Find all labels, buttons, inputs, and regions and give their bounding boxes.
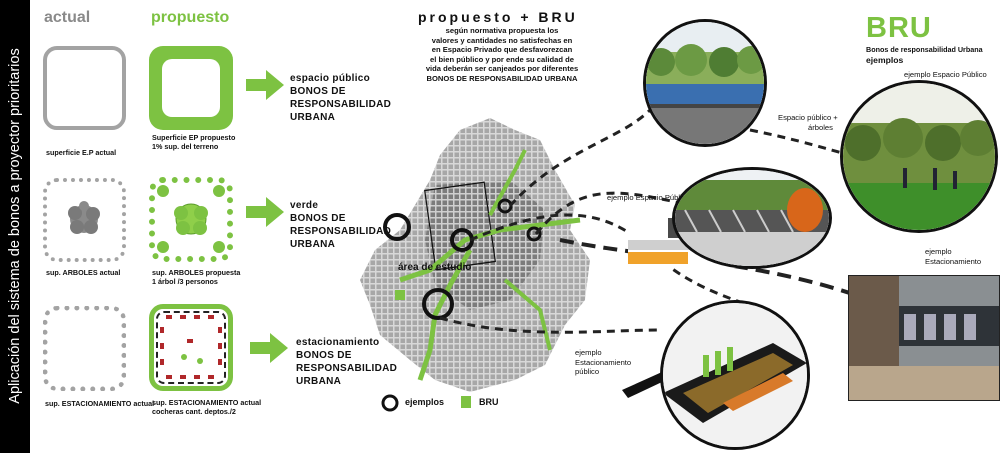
bru-label-line: RESPONSABILIDAD <box>296 363 398 374</box>
bru-label-line: BONOS DE <box>296 350 352 361</box>
label-line: Estacionamiento <box>575 357 632 367</box>
tree-cluster-icon <box>68 201 100 234</box>
bru-label-line: verde <box>290 200 319 211</box>
photo-parking-right-graphic <box>849 276 999 400</box>
caption-line: Superficie EP propuesto <box>152 133 236 142</box>
center-title: propuesto + BRU <box>418 9 578 25</box>
green-arrow-icon <box>250 333 288 363</box>
bru-label-green: verde BONOS DE RESPONSABILIDAD URBANA <box>290 199 391 251</box>
caption-proposed-public-space: Superficie EP propuesto 1% sup. del terr… <box>152 133 235 151</box>
description-line: en Espacio Privado que desfavorezcan <box>431 45 573 55</box>
caption-line: sup. ESTACIONAMIENTO actual <box>152 398 262 407</box>
center-description: según normativa propuesta los valores y … <box>402 26 602 84</box>
parking-inner-outline <box>156 311 226 384</box>
proposed-trees-square <box>149 177 233 262</box>
example-circle <box>422 288 454 320</box>
actual-parking-square <box>43 306 126 391</box>
photo-bridge-circle <box>672 167 832 269</box>
label-line: ejemplo <box>925 247 952 256</box>
label-ep-middle: ejemplo Espacio Público <box>607 193 690 202</box>
label-estac-publico: ejemplo Estacionamiento público <box>575 348 631 377</box>
bru-label-line: BONOS DE <box>290 213 346 224</box>
example-circle <box>526 226 542 242</box>
label-ep-right: ejemplo Espacio Público <box>904 70 987 79</box>
legend-bru-label: BRU <box>479 397 499 407</box>
green-corridor <box>503 278 552 351</box>
green-tree-cluster-icon <box>157 185 225 253</box>
label-line: Estacionamiento <box>925 256 982 266</box>
bru-brand: BRU <box>866 12 932 44</box>
photo-public-space-right-graphic <box>843 83 995 230</box>
bru-subtitle: Bonos de responsabilidad Urbana <box>866 45 983 54</box>
column-header-actual: actual <box>44 9 91 26</box>
legend-example-icon <box>381 394 399 412</box>
caption-line: sup. ESTACIONAMIENTO actual <box>45 399 155 408</box>
photo-public-space-trees <box>643 19 767 147</box>
green-corridor <box>417 248 473 381</box>
caption-line: cocheras cant. deptos./2 <box>152 407 236 416</box>
bru-label-line: URBANA <box>290 239 336 250</box>
bru-label-line: estacionamiento <box>296 337 380 348</box>
label-line: Espacio público + <box>778 113 838 122</box>
caption-proposed-parking: sup. ESTACIONAMIENTO actual cocheras can… <box>152 398 261 416</box>
description-line: según normativa propuesta los <box>445 26 559 35</box>
road-stripe-icon <box>622 372 662 398</box>
bru-label-public-space: espacio público BONOS DE RESPONSABILIDAD… <box>290 72 391 124</box>
proposed-parking-square <box>149 304 233 391</box>
bru-label-parking: estacionamiento BONOS DE RESPONSABILIDAD… <box>296 336 397 388</box>
label-line: árboles <box>808 122 833 132</box>
label-ep-arboles: Espacio público + árboles <box>778 113 838 132</box>
caption-proposed-trees: sup. ARBOLES propuesta 1 árbol /3 person… <box>152 268 240 286</box>
photo-parking-public <box>660 300 810 450</box>
green-arrow-icon <box>246 70 284 100</box>
label-line: ejemplo <box>575 348 602 357</box>
description-line: BONOS DE RESPONSABILIDAD URBANA <box>426 73 578 83</box>
bru-label-line: BONOS DE <box>290 86 346 97</box>
actual-public-space-square <box>43 46 126 130</box>
caption-line: sup. ARBOLES actual <box>46 268 121 277</box>
caption-line: 1 árbol /3 personos <box>152 277 218 286</box>
sidebar-band: Aplicación del sistema de bonos a proyec… <box>0 0 30 453</box>
description-line: valores y cantidades no satisfechas en <box>431 35 573 45</box>
proposed-public-space-square <box>149 46 233 130</box>
bru-examples-title: ejemplos <box>866 55 904 65</box>
description-line: el bien público y por ende su calidad de <box>430 54 574 64</box>
column-header-proposed: propuesto <box>151 9 230 26</box>
map-study-area-label: área de estudio <box>398 262 472 273</box>
label-line: público <box>575 367 600 377</box>
example-circle <box>383 213 411 241</box>
photo-public-space-trees-graphic <box>646 22 764 144</box>
description-line: vida deberán ser canjeados por diferente… <box>425 64 579 74</box>
caption-line: sup. ARBOLES propuesta <box>152 268 241 277</box>
proposed-public-space-inner <box>162 59 220 117</box>
bru-label-line: RESPONSABILIDAD <box>290 226 392 237</box>
photo-public-space-right <box>840 80 998 233</box>
caption-actual-trees: sup. ARBOLES actual <box>46 268 120 277</box>
legend-examples-label: ejemplos <box>405 397 445 407</box>
bru-label-line: RESPONSABILIDAD <box>290 99 392 110</box>
photo-bridge-circle-graphic <box>675 170 829 266</box>
bru-label-line: espacio público <box>290 73 371 84</box>
label-estac-right: ejemplo Estacionamiento <box>925 247 981 266</box>
study-area-outline <box>424 181 496 271</box>
bru-label-line: URBANA <box>296 376 342 387</box>
photo-parking-public-graphic <box>663 303 807 447</box>
caption-actual-public-space: superficie E.P actual <box>46 148 116 157</box>
parking-spots-icon <box>160 315 222 379</box>
caption-line: superficie E.P actual <box>46 148 117 157</box>
actual-trees-square <box>43 178 126 262</box>
bru-label-line: URBANA <box>290 112 336 123</box>
bru-spot <box>395 290 405 300</box>
green-arrow-icon <box>246 197 284 227</box>
caption-line: 1% sup. del terreno <box>152 142 219 151</box>
green-corridor <box>488 149 527 216</box>
photo-parking-right <box>848 275 1000 401</box>
city-map <box>360 118 590 392</box>
caption-actual-parking: sup. ESTACIONAMIENTO actual <box>45 399 154 408</box>
legend-bru-swatch <box>461 396 471 408</box>
